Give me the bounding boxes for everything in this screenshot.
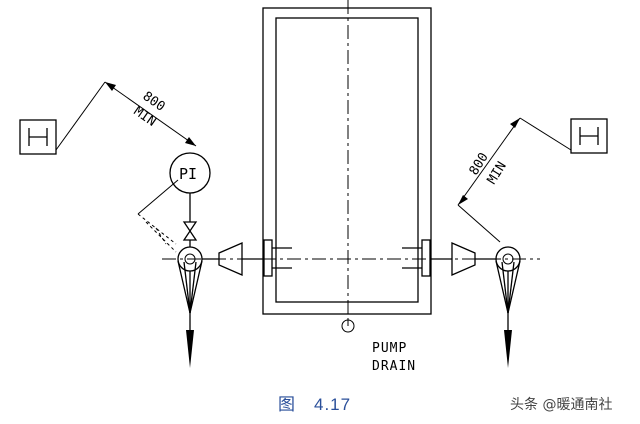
pump-frame [262,0,432,318]
left-flow-arrow [186,330,194,368]
gauge-label: PI [179,165,197,183]
pump-drain-symbol [341,318,355,333]
gauge-valve [182,221,198,233]
left-elbow-downcomer [177,246,219,368]
left-dimension-800 [104,81,197,253]
right-reducer [430,242,476,276]
caption-number: 4.17 [314,395,352,414]
figure-caption: 图 4.17 [278,390,351,415]
right-flow-arrow [504,330,512,368]
left-reducer [218,242,264,276]
right-nozzle-flange [402,239,431,277]
left-nozzle-flange [263,239,292,277]
drain-label-line1: PUMP [372,341,407,356]
right-elbow-downcomer [475,246,521,368]
left-h-marker [19,81,106,155]
right-dimension-800 [457,117,521,243]
caption-prefix: 图 [278,395,296,414]
drain-label-line2: DRAIN [372,359,416,374]
right-h-marker [519,117,608,154]
watermark: 头条 @暖通南社 [510,397,613,413]
pressure-gauge [169,152,211,247]
